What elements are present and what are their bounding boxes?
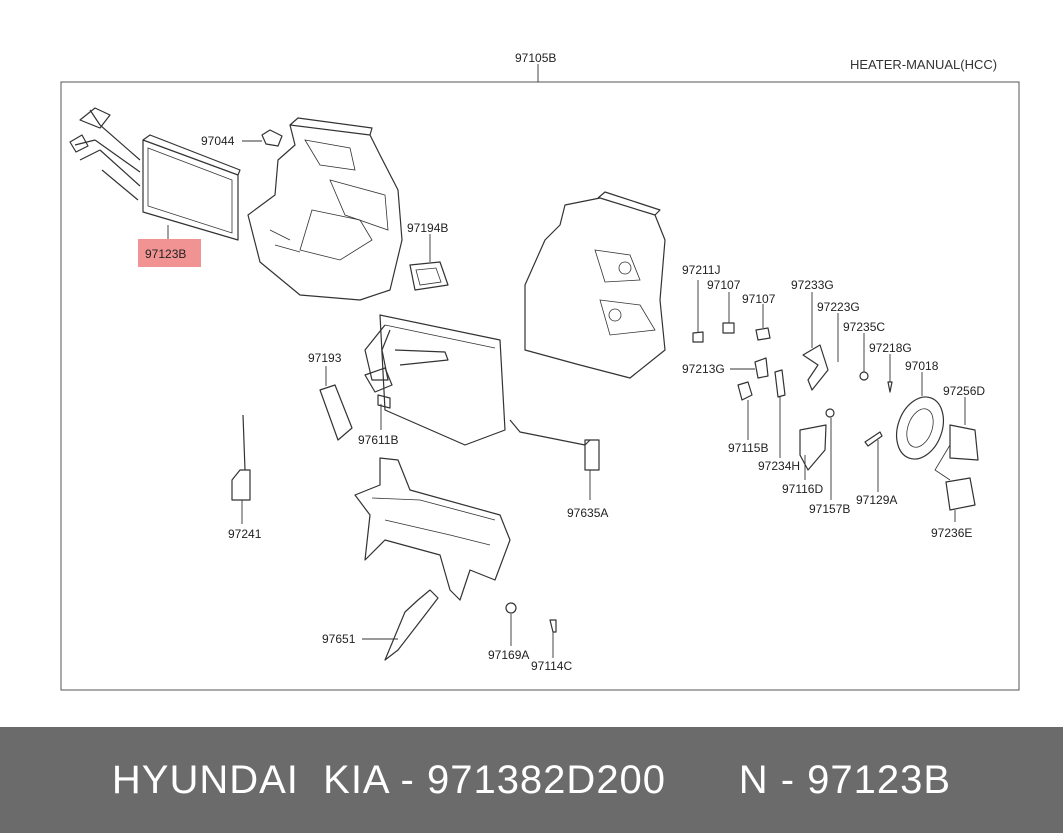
part-label-97223G[interactable]: 97223G <box>817 300 860 314</box>
part-label-97241[interactable]: 97241 <box>228 527 262 541</box>
part-label-97233G[interactable]: 97233G <box>791 278 834 292</box>
diagram-title: HEATER-MANUAL(HCC) <box>850 57 997 72</box>
banner-brand-part: HYUNDAI KIA - 971382D200 <box>111 757 667 802</box>
part-label-97256D[interactable]: 97256D <box>943 384 985 398</box>
part-label-97107-a[interactable]: 97107 <box>707 278 741 292</box>
evaporator-drawing <box>364 314 506 446</box>
part-label-97193[interactable]: 97193 <box>308 351 342 365</box>
part-label-97211J[interactable]: 97211J <box>682 263 720 277</box>
part-label-97169A[interactable]: 97169A <box>488 648 529 662</box>
part-label-97107-b[interactable]: 97107 <box>742 292 776 306</box>
lower-case-drawing <box>354 457 511 601</box>
part-label-97044[interactable]: 97044 <box>201 134 235 148</box>
part-label-97235C[interactable]: 97235C <box>843 320 885 334</box>
parts-diagram: 97105B HEATER-MANUAL(HCC) 97123B 97044 9… <box>60 51 1020 691</box>
part-label-97213G[interactable]: 97213G <box>682 362 725 376</box>
diagram-frame <box>60 81 1020 691</box>
part-label-97236E[interactable]: 97236E <box>931 526 972 540</box>
highlight-box <box>138 239 201 267</box>
banner-gap <box>666 758 739 803</box>
part-label-97123B[interactable]: 97123B <box>145 247 186 261</box>
part-label-97218G[interactable]: 97218G <box>869 341 912 355</box>
part-label-97234H[interactable]: 97234H <box>758 459 800 473</box>
part-label-97157B[interactable]: 97157B <box>809 502 850 516</box>
part-label-97194B[interactable]: 97194B <box>407 221 448 235</box>
mode-case-drawing <box>524 191 666 379</box>
part-label-97611B[interactable]: 97611B <box>358 433 398 447</box>
part-label-97018[interactable]: 97018 <box>905 359 939 373</box>
part-label-97651[interactable]: 97651 <box>322 632 356 646</box>
assembly-number: 97105B <box>515 51 556 65</box>
banner-ref-part: N - 97123B <box>738 757 952 802</box>
part-label-97114C[interactable]: 97114C <box>531 659 572 673</box>
heater-case-drawing <box>247 117 403 301</box>
part-label-97115B[interactable]: 97115B <box>728 441 768 455</box>
part-number-banner: HYUNDAI KIA - 971382D200 N - 97123B <box>0 727 1063 833</box>
part-label-97635A[interactable]: 97635A <box>567 506 608 520</box>
part-label-97116D[interactable]: 97116D <box>782 482 823 496</box>
part-label-97129A[interactable]: 97129A <box>856 493 897 507</box>
heater-core-drawing <box>69 107 241 241</box>
